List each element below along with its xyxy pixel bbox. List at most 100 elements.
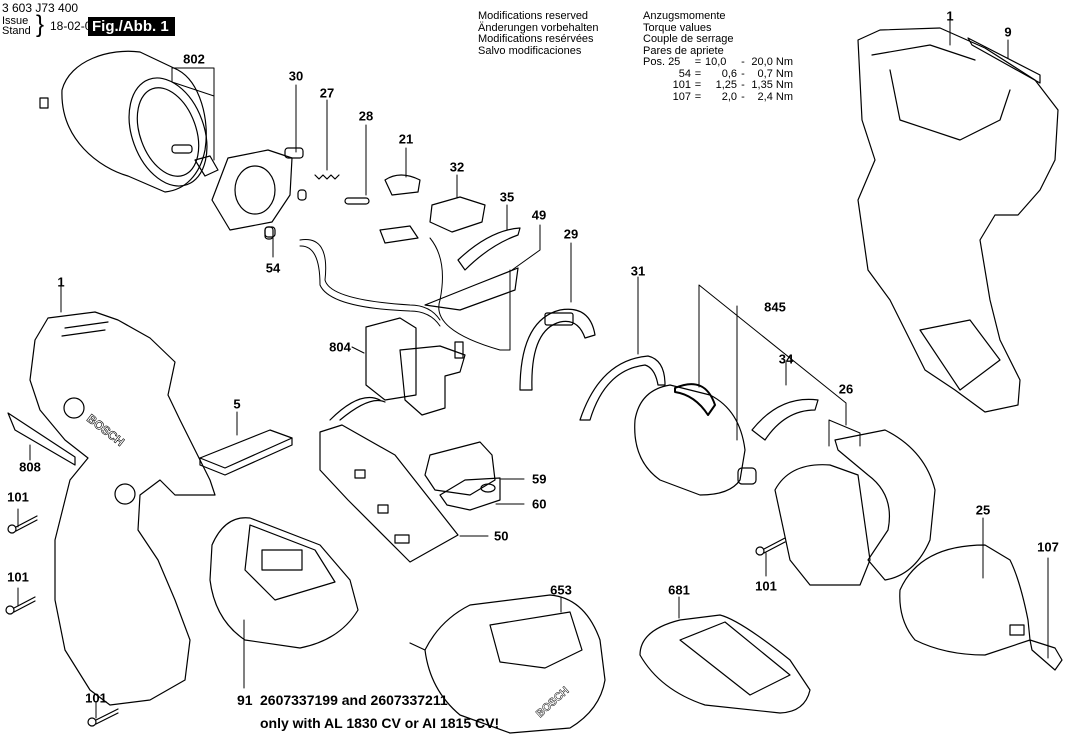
torque-min: 0,6	[721, 67, 737, 80]
part-label-804[interactable]: 804	[329, 339, 351, 355]
part-label-681[interactable]: 681	[668, 582, 690, 598]
cover-35	[457, 227, 521, 271]
part-label-28[interactable]: 28	[358, 108, 374, 124]
bearing-plate-30	[211, 147, 307, 240]
housing-left-1: BOSCH	[29, 311, 216, 706]
torque-heading: Pares de apriete	[643, 44, 724, 57]
battery-pack-91	[209, 517, 359, 649]
part-label-29[interactable]: 29	[563, 226, 579, 242]
mod-line: Salvo modificaciones	[478, 44, 582, 57]
part-label-59[interactable]: 59	[532, 471, 547, 487]
part-label-27[interactable]: 27	[319, 85, 335, 101]
part-label-32[interactable]: 32	[449, 159, 465, 175]
part-label-1-right[interactable]: 1	[946, 8, 954, 24]
part-label-49[interactable]: 49	[531, 207, 547, 223]
torque-max: 20,0 Nm	[751, 56, 793, 68]
electronics-board-50	[319, 396, 459, 563]
screw-101	[5, 596, 36, 615]
part-label-101[interactable]: 101	[7, 489, 29, 505]
battery-cover-681	[639, 614, 811, 714]
part-label-31[interactable]: 31	[630, 263, 646, 279]
torque-row: 107 = 2,0 - 2,4 Nm	[643, 90, 793, 104]
torque-row: Pos. 25 = 10,0 - 20,0 Nm	[643, 56, 793, 69]
part-label-34[interactable]: 34	[778, 351, 794, 367]
pin-28	[344, 197, 370, 205]
torque-pos: Pos. 25	[643, 56, 681, 68]
part-label-107[interactable]: 107	[1037, 539, 1059, 555]
motor-802	[39, 50, 219, 193]
board-49	[379, 225, 519, 311]
part-label-50[interactable]: 50	[494, 528, 509, 544]
issue-date: 18-02-05	[50, 19, 99, 33]
leader-845	[698, 284, 847, 426]
part-label-808[interactable]: 808	[19, 459, 41, 475]
leader-26	[828, 419, 861, 447]
torque-row: 54 = 0,6 - 0,7 Nm	[643, 67, 793, 81]
wire-harness	[299, 237, 511, 351]
cover-plate-5	[199, 429, 293, 476]
torque-dash: -	[741, 79, 745, 91]
spring-27	[314, 174, 340, 180]
torque-max: 0,7 Nm	[757, 67, 793, 80]
document-number: 3 603 J73 400	[2, 1, 79, 15]
figure-label: Fig./Abb. 1	[88, 17, 175, 36]
mod-line: Änderungen vorbehalten	[478, 21, 599, 34]
screw-101	[7, 515, 38, 534]
charger-653: BOSCH	[409, 594, 606, 734]
torque-dash: -	[741, 56, 745, 68]
torque-dash: -	[741, 90, 745, 103]
part-label-25[interactable]: 25	[975, 502, 991, 518]
nameplate-808	[7, 412, 76, 466]
brand-logo-left: BOSCH	[84, 411, 127, 449]
part-label-101[interactable]: 101	[755, 578, 777, 594]
torque-heading: Torque values	[643, 21, 712, 34]
leader-49	[511, 224, 541, 271]
knob-21	[384, 174, 421, 196]
part-label-845[interactable]: 845	[764, 299, 786, 315]
part-label-101[interactable]: 101	[85, 690, 107, 706]
part-label-101[interactable]: 101	[7, 569, 29, 585]
part-label-26[interactable]: 26	[838, 381, 854, 397]
screw-101	[755, 537, 786, 556]
torque-heading: Couple de serrage	[643, 33, 734, 45]
gear-unit-845	[634, 383, 757, 496]
screw-107	[1029, 639, 1063, 671]
torque-eq: =	[694, 56, 702, 68]
part-label-35[interactable]: 35	[499, 189, 515, 205]
torque-min: 1,25	[715, 79, 737, 91]
torque-eq: =	[694, 79, 702, 91]
part-label-30[interactable]: 30	[288, 68, 304, 84]
torque-heading: Anzugsmomente	[643, 10, 726, 22]
mod-line: Modifications resérvées	[478, 33, 594, 45]
cover-59-60	[424, 441, 501, 511]
torque-pos: 54	[678, 67, 691, 80]
battery-note-line2: only with AL 1830 CV or AI 1815 CV!	[260, 715, 500, 731]
part-label-54[interactable]: 54	[265, 260, 281, 276]
chuck-25	[899, 544, 1031, 656]
part-label-21[interactable]: 21	[398, 131, 414, 147]
part-label-802[interactable]: 802	[183, 51, 205, 67]
torque-eq: =	[694, 67, 702, 80]
part-label-60[interactable]: 60	[532, 496, 547, 512]
mod-line: Modifications reserved	[478, 10, 589, 22]
spring-ring-31	[579, 355, 666, 421]
part-label-5[interactable]: 5	[233, 396, 241, 412]
part-label-91[interactable]: 91	[237, 692, 253, 708]
gear-housing-26	[774, 429, 936, 586]
modifications-notice: Modifications reserved Änderungen vorbeh…	[478, 10, 599, 57]
part-label-9[interactable]: 9	[1004, 24, 1012, 40]
nameplate-9	[967, 37, 1041, 84]
torque-max: 2,4 Nm	[757, 90, 793, 103]
switch-804	[365, 317, 466, 416]
part-label-653[interactable]: 653	[550, 582, 572, 598]
screw-54	[264, 226, 276, 238]
torque-eq: =	[694, 90, 702, 103]
screw-101	[87, 708, 119, 727]
torque-min: 2,0	[721, 90, 737, 103]
torque-row: 101 = 1,25 - 1,35 Nm	[643, 79, 793, 92]
ring-29	[519, 308, 596, 391]
issue-label: Issue Stand	[2, 15, 31, 37]
issue-label-en: Issue	[2, 15, 29, 27]
part-label-1-left[interactable]: 1	[57, 274, 65, 290]
